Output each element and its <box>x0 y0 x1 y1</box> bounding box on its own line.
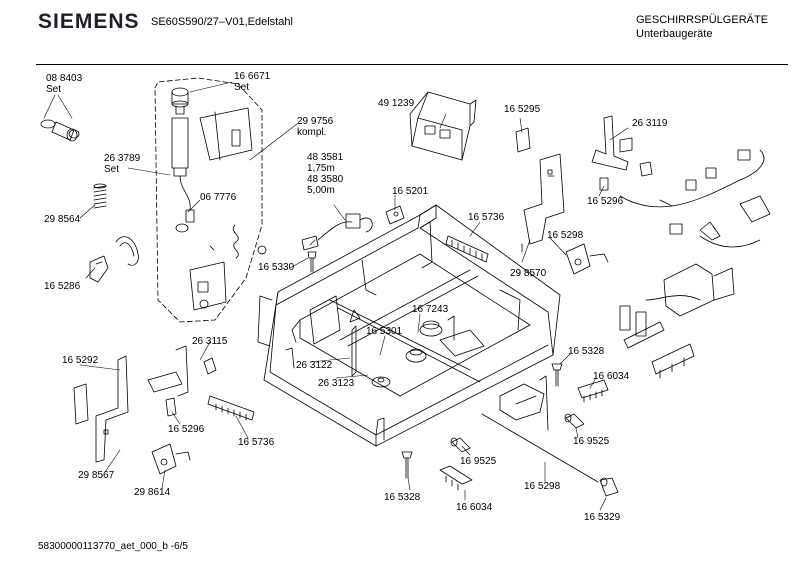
footer: 58300000113770_aet_000_b -6/5 <box>38 541 188 552</box>
brand-logo: SIEMENS <box>38 10 140 33</box>
part-label: 16 5301 <box>366 326 403 337</box>
clip-16-5296-left <box>165 397 177 417</box>
part-label: 16 5329 <box>584 512 621 523</box>
screw-16-5328-right <box>551 363 563 387</box>
cable-harness-top <box>301 205 405 251</box>
part-label: 16 5328 <box>384 492 421 503</box>
part-label: 29 8614 <box>134 487 171 498</box>
comb-16-6034-low <box>439 465 473 491</box>
part-label: 29 8570 <box>510 268 547 279</box>
part-label: 16 5298 <box>524 481 561 492</box>
drain-hose <box>115 236 139 266</box>
comb-16-6034-right <box>577 379 609 403</box>
comb-bar-left <box>207 395 255 421</box>
part-label: 16 5330 <box>258 262 295 273</box>
part-label: 16 5736 <box>468 212 505 223</box>
part-label: 16 6034 <box>456 502 493 513</box>
model-designation: SE60S590/27–V01,Edelstahl <box>151 16 293 28</box>
screw-16-5328-low <box>401 451 413 479</box>
part-label: 29 8567 <box>78 470 115 481</box>
screw-16-5330 <box>307 251 317 273</box>
module-49-1239 <box>409 91 477 161</box>
appliance-subcategory: Unterbaugeräte <box>636 28 713 40</box>
part-label: 16 5328 <box>568 346 605 357</box>
part-label: 26 3123 <box>318 378 355 389</box>
microswitch-right <box>565 243 609 275</box>
part-label: 06 7776 <box>200 192 237 203</box>
part-label: 16 5286 <box>44 281 81 292</box>
screw-16-9525-right <box>564 413 585 429</box>
float-assembly <box>349 309 485 388</box>
hose-clip-set <box>40 119 80 142</box>
comb-bar-top <box>445 235 489 263</box>
spring-part <box>93 183 107 209</box>
set-boundary-dashed <box>154 77 263 323</box>
leader-lines <box>43 81 629 511</box>
footer-page: -6/5 <box>170 541 188 552</box>
part-label: 16 5296 <box>168 424 205 435</box>
appliance-category: GESCHIRRSPÜLGERÄTE <box>636 14 769 26</box>
header-rule <box>36 64 788 65</box>
part-label: 26 3119 <box>632 118 668 129</box>
part-label: 16 5296 <box>587 196 624 207</box>
bracket-29-8567 <box>73 355 129 463</box>
clamp-block <box>499 383 545 421</box>
part-label: 16 6034 <box>593 371 630 382</box>
part-label: 16 5201 <box>392 186 429 197</box>
part-label: 16 5295 <box>504 104 541 115</box>
cable-harness-right <box>599 149 771 248</box>
part-label: 16 7243 <box>412 304 449 315</box>
screw-16-9525-center <box>450 437 471 453</box>
part-label: 16 5292 <box>62 355 99 366</box>
rod-29-8614 <box>481 413 619 497</box>
part-label: 16 9525 <box>460 456 497 467</box>
part-label: 16 5298 <box>547 230 584 241</box>
bracket-26-3115 <box>147 345 217 397</box>
base-frame <box>257 204 561 447</box>
part-label: 16 9525 <box>573 436 610 447</box>
bracket-26-3119 <box>591 115 653 177</box>
connector-bundle <box>619 263 735 379</box>
microswitch-left <box>151 443 191 475</box>
part-label: 16 5736 <box>238 437 275 448</box>
part-label: 26 3122 <box>296 360 333 371</box>
part-label: 49 1239 <box>378 98 415 109</box>
footer-doc-id: 58300000113770_aet_000_b <box>38 541 168 552</box>
part-label: 29 8564 <box>44 214 81 225</box>
inlet-valve-set <box>171 87 267 311</box>
part-label: 26 3115 <box>192 336 228 347</box>
bracket-16-5286 <box>89 255 109 283</box>
bracket-29-8570 <box>515 127 565 253</box>
